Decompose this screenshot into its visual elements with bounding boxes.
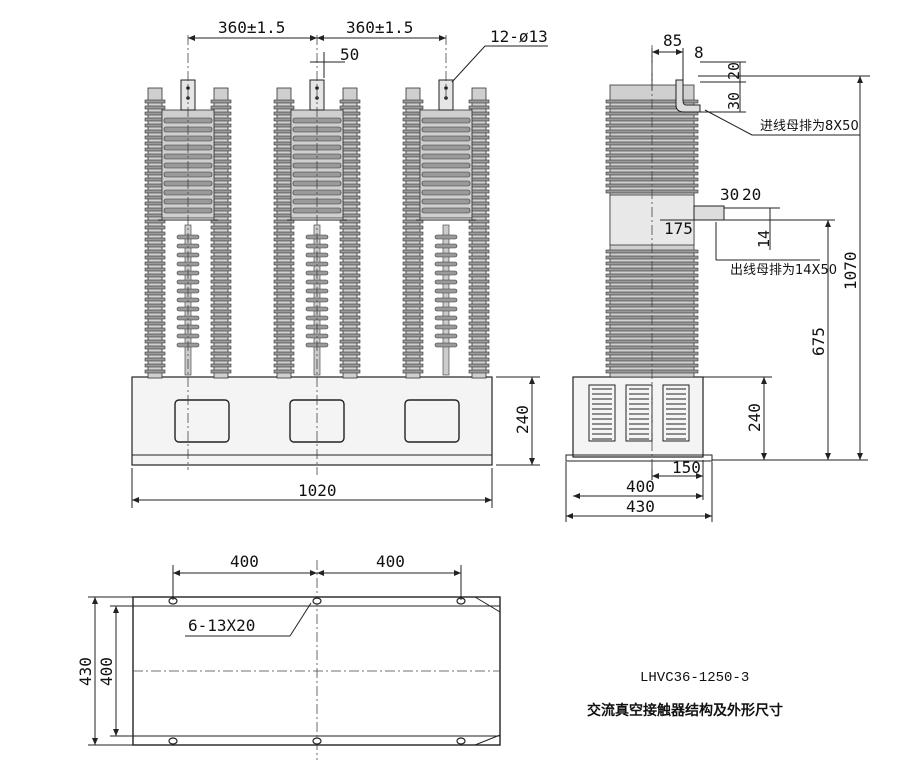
dim-width-430: 430 — [626, 497, 655, 516]
dim-plan-outer-430: 430 — [76, 657, 95, 686]
louver-vents — [592, 388, 686, 440]
dim-terminal-offset: 50 — [340, 45, 359, 64]
mounting-hole — [168, 737, 178, 745]
mounting-hole — [312, 737, 322, 745]
pole-3 — [402, 79, 490, 379]
dim-pitch-right: 360±1.5 — [346, 18, 413, 37]
dim-top-85: 85 — [663, 31, 682, 50]
dim-mid-20: 20 — [742, 185, 761, 204]
model-number: LHVC36-1250-3 — [640, 670, 749, 686]
title-block: LHVC36-1250-3 交流真空接触器结构及外形尺寸 — [587, 670, 783, 719]
dim-top-30: 30 — [725, 92, 743, 110]
dim-overall-width: 1020 — [298, 481, 337, 500]
dim-plan-inner-400: 400 — [97, 657, 116, 686]
mounting-hole — [456, 737, 466, 745]
front-view: 360±1.5 360±1.5 50 12-ø13 240 1020 — [131, 18, 548, 508]
dim-plan-pitch-right: 400 — [376, 552, 405, 571]
dim-top-20: 20 — [725, 62, 743, 80]
dim-terminal-holes: 12-ø13 — [490, 27, 548, 46]
dim-side-base-height: 240 — [745, 403, 764, 432]
side-base — [572, 376, 704, 458]
dim-plan-pitch-left: 400 — [230, 552, 259, 571]
base-window-3 — [404, 399, 460, 443]
dim-mid-175: 175 — [664, 219, 693, 238]
dim-base-height: 240 — [513, 405, 532, 434]
dim-mid-30: 30 — [720, 185, 739, 204]
dim-mid-14: 14 — [755, 230, 773, 248]
plan-view: 400 400 6-13X20 430 400 — [76, 552, 501, 760]
dim-top-8: 8 — [694, 43, 704, 62]
pole-2 — [273, 79, 361, 379]
dim-width-400: 400 — [626, 477, 655, 496]
note-outgoing-busbar: 出线母排为14X50 — [730, 263, 837, 278]
mounting-hole — [312, 597, 322, 605]
front-base — [131, 376, 493, 466]
note-incoming-busbar: 进线母排为8X50 — [760, 119, 859, 134]
dim-inner-150: 150 — [672, 458, 701, 477]
dim-mid-height: 675 — [809, 327, 828, 356]
side-view: 85 8 20 30 进线母排为8X50 30 20 175 14 出线母排为1… — [565, 31, 870, 522]
drawing-caption: 交流真空接触器结构及外形尺寸 — [587, 702, 783, 719]
base-window-1 — [174, 399, 230, 443]
dim-pitch-left: 360±1.5 — [218, 18, 285, 37]
dim-overall-height: 1070 — [841, 251, 860, 290]
dim-mount-holes: 6-13X20 — [188, 616, 255, 635]
